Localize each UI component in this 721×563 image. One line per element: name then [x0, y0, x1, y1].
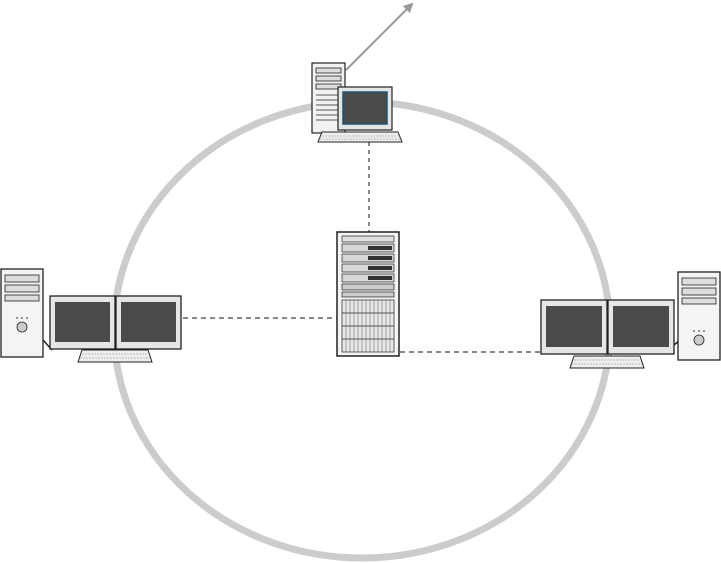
disk-array	[342, 300, 394, 352]
tower-icon	[678, 272, 720, 360]
rack-units	[342, 244, 394, 297]
server-rack[interactable]	[337, 232, 399, 356]
monitor-icon	[338, 87, 392, 130]
monitor-icon	[541, 300, 607, 354]
left-workstation[interactable]	[1, 269, 181, 362]
monitor-icon	[608, 300, 674, 354]
keyboard-icon	[318, 132, 402, 142]
outbound-arrow	[346, 4, 412, 70]
right-workstation[interactable]	[541, 272, 720, 368]
monitor-icon	[50, 296, 115, 349]
tower-icon	[1, 269, 43, 357]
keyboard-icon	[78, 350, 152, 362]
monitor-icon	[116, 296, 181, 349]
top-workstation[interactable]	[312, 63, 402, 142]
keyboard-icon	[570, 356, 644, 368]
